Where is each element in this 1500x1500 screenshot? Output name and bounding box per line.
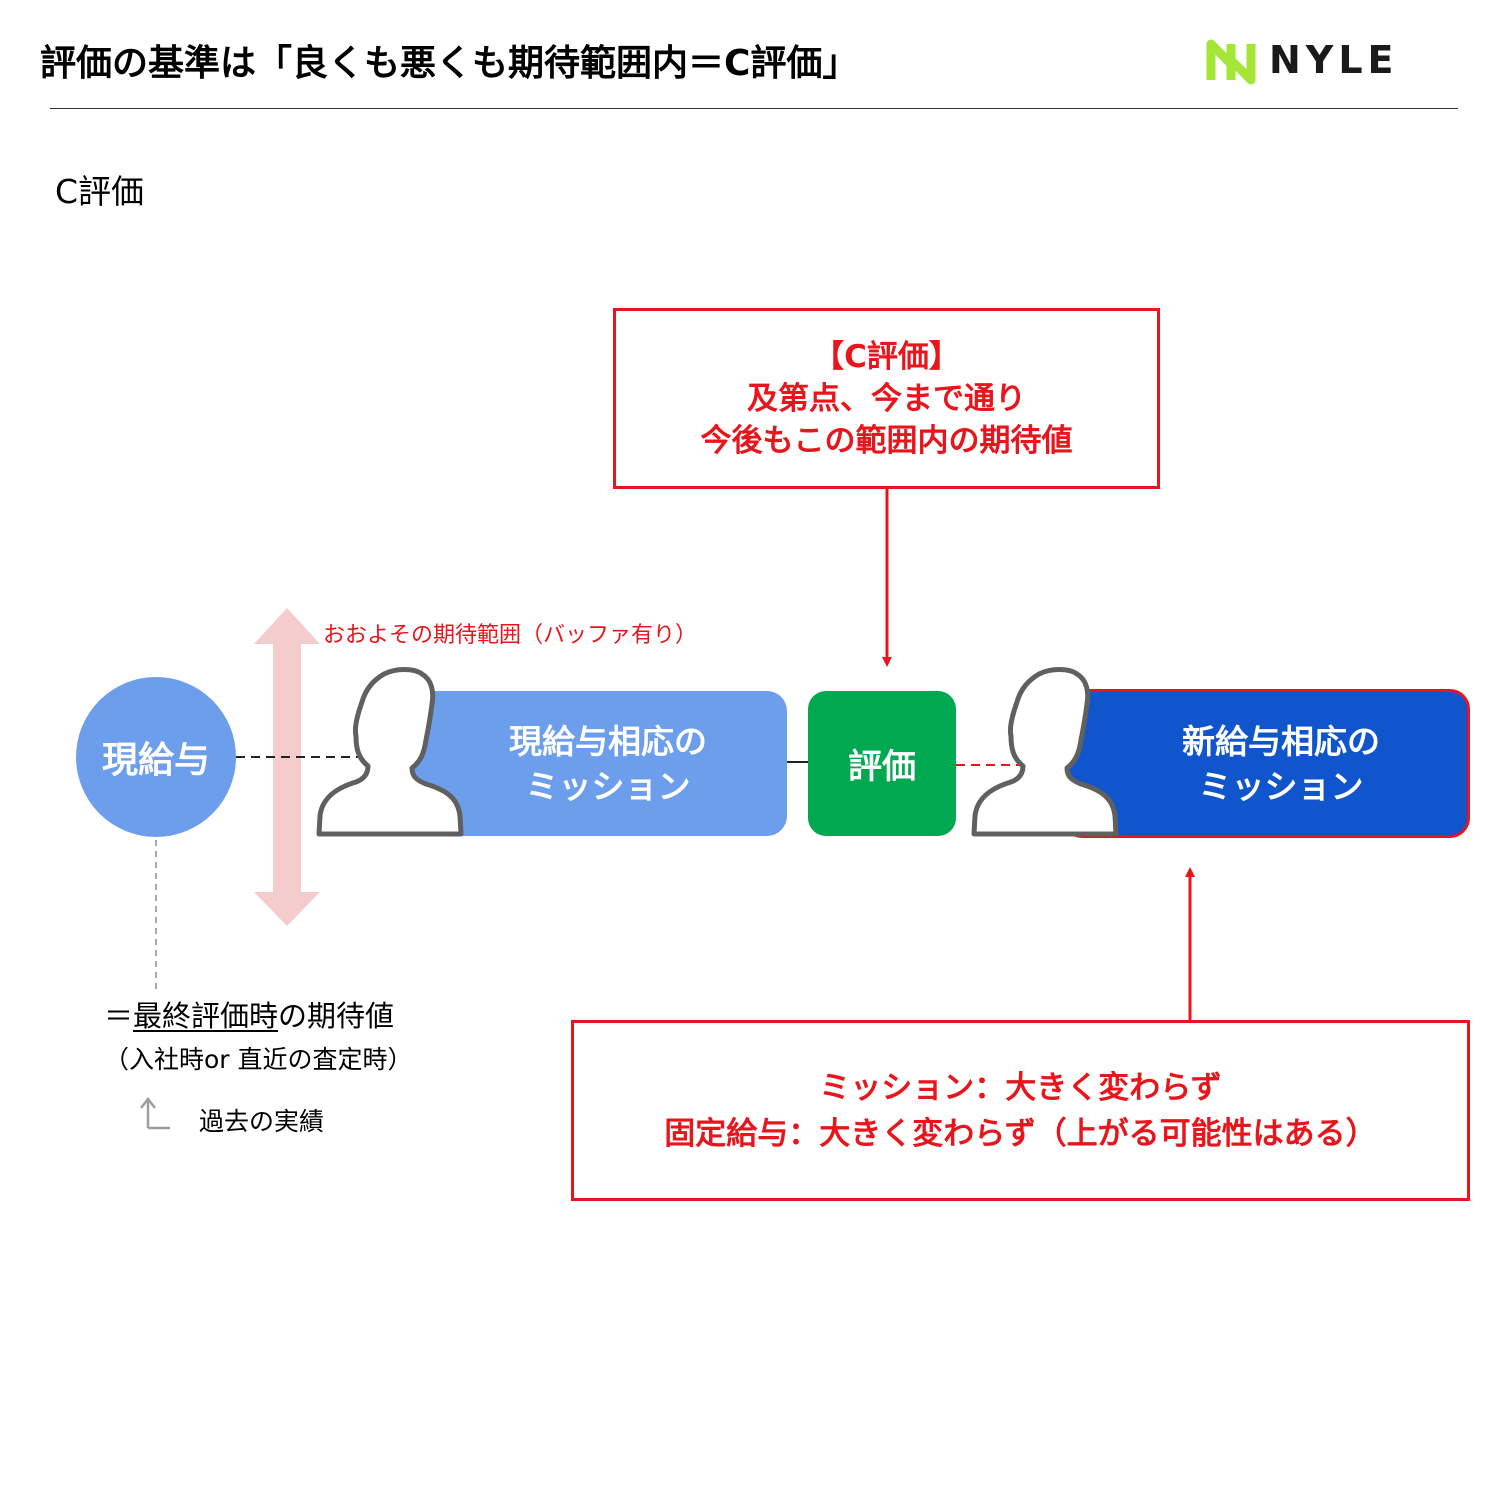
callout-line: 固定給与：大きく変わらず（上がる可能性はある） bbox=[664, 1115, 1377, 1152]
page-title: 評価の基準は「良くも悪くも期待範囲内＝C評価」 bbox=[40, 43, 859, 84]
callout-line: ミッション：大きく変わらず bbox=[819, 1069, 1222, 1106]
evaluation-label: 評価 bbox=[848, 747, 916, 787]
current-mission-box: 現給与相応の ミッション bbox=[409, 691, 787, 836]
timing-note: （入社時or 直近の査定時） bbox=[104, 1045, 413, 1074]
new-mission-line: 新給与相応の bbox=[1182, 721, 1380, 761]
current-salary-circle: 現給与 bbox=[76, 677, 236, 837]
note-underlined: 最終評価時 bbox=[133, 999, 279, 1033]
callout-heading: 【C評価】 bbox=[813, 338, 960, 375]
expected-value-note: ＝最終評価時の期待値 bbox=[104, 993, 394, 1035]
new-mission-box: 新給与相応の ミッション bbox=[1062, 689, 1470, 838]
up-arrow-icon bbox=[140, 1096, 170, 1130]
past-results-note: 過去の実績 bbox=[199, 1107, 325, 1136]
person-icon bbox=[971, 667, 1119, 837]
header-divider bbox=[50, 108, 1458, 109]
note-suffix: の期待値 bbox=[278, 999, 395, 1033]
current-mission-line: ミッション bbox=[525, 766, 691, 806]
expected-range-arrow bbox=[254, 608, 320, 926]
callout-line: 及第点、今まで通り bbox=[747, 380, 1026, 417]
logo-wordmark: NYLE bbox=[1269, 38, 1399, 82]
range-label: おおよその期待範囲（バッファ有り） bbox=[323, 623, 698, 648]
mission-salary-callout: ミッション：大きく変わらず 固定給与：大きく変わらず（上がる可能性はある） bbox=[571, 1020, 1470, 1201]
current-mission-line: 現給与相応の bbox=[509, 721, 707, 761]
callout-line: 今後もこの範囲内の期待値 bbox=[700, 422, 1073, 459]
note-prefix: ＝ bbox=[104, 999, 134, 1033]
new-mission-line: ミッション bbox=[1198, 766, 1364, 806]
nyle-logo-icon bbox=[1206, 39, 1256, 85]
person-icon bbox=[316, 667, 464, 837]
current-salary-label: 現給与 bbox=[101, 740, 210, 781]
c-rating-callout: 【C評価】 及第点、今まで通り 今後もこの範囲内の期待値 bbox=[613, 308, 1160, 489]
evaluation-box: 評価 bbox=[808, 691, 956, 836]
nyle-logo: NYLE bbox=[1205, 36, 1435, 88]
section-subtitle: C評価 bbox=[55, 172, 145, 211]
